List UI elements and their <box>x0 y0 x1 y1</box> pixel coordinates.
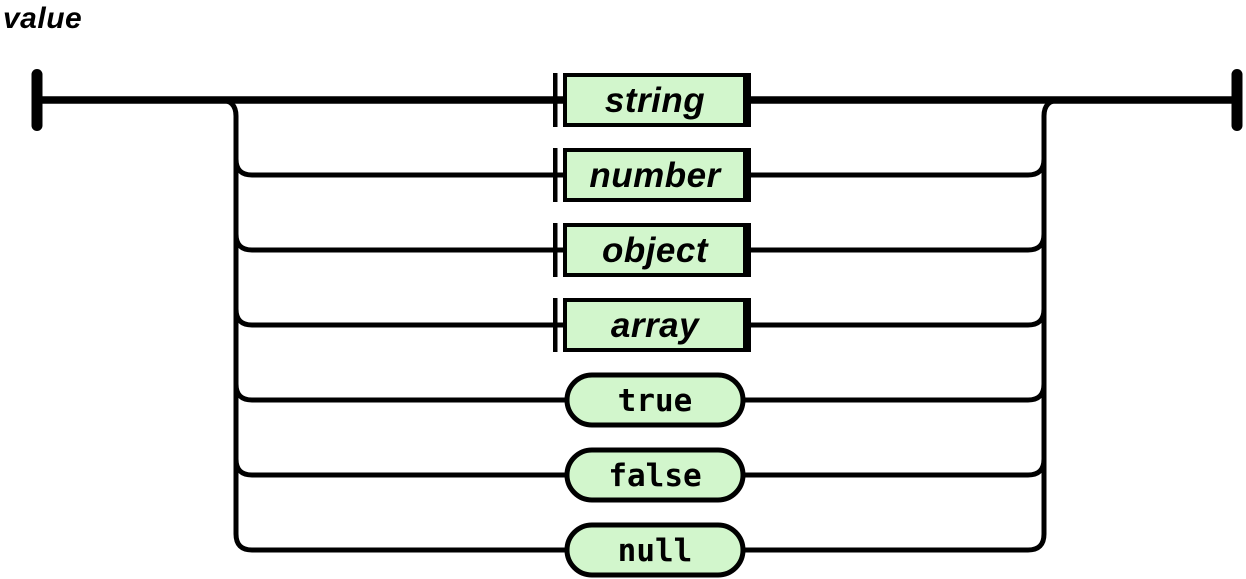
branch-rail-left <box>233 383 571 403</box>
node-false <box>564 447 746 503</box>
end-terminal-icon <box>1231 69 1243 131</box>
node-null <box>564 522 746 578</box>
branch-rail-right <box>735 458 1047 478</box>
branch-rail-right <box>735 383 1047 403</box>
nonterminal-tick-right-icon <box>746 148 751 202</box>
branch-trunk-right <box>735 97 1061 553</box>
nonterminal-tick-right-icon <box>746 73 751 127</box>
nonterminal-tick-left-icon <box>553 298 558 352</box>
branch-rail-left <box>233 458 571 478</box>
node-number <box>563 148 747 202</box>
node-label-number: number <box>589 156 722 195</box>
node-true <box>564 372 746 428</box>
nonterminal-tick-left-icon <box>553 223 558 277</box>
nonterminal-tick-right-icon <box>746 223 751 277</box>
branch-rail-right <box>735 308 1047 328</box>
node-label-array: array <box>611 306 700 345</box>
branch-rail-right <box>735 233 1047 253</box>
diagram-title: value <box>3 2 83 35</box>
branch-rail-right <box>735 158 1047 178</box>
branch-rail-left <box>233 158 571 178</box>
branch-rail-left <box>233 233 571 253</box>
node-object <box>563 223 747 277</box>
node-string <box>563 73 747 127</box>
node-label-true: true <box>618 383 693 419</box>
node-label-null: null <box>618 533 693 569</box>
nonterminal-tick-left-icon <box>553 73 558 127</box>
node-label-object: object <box>602 231 709 270</box>
node-label-string: string <box>605 81 705 120</box>
node-label-false: false <box>608 458 701 494</box>
branch-trunk-left <box>219 97 573 553</box>
nonterminal-tick-right-icon <box>746 298 751 352</box>
branch-rail-left <box>233 308 571 328</box>
node-array <box>563 298 747 352</box>
start-terminal-icon <box>31 69 43 131</box>
nonterminal-tick-left-icon <box>553 148 558 202</box>
